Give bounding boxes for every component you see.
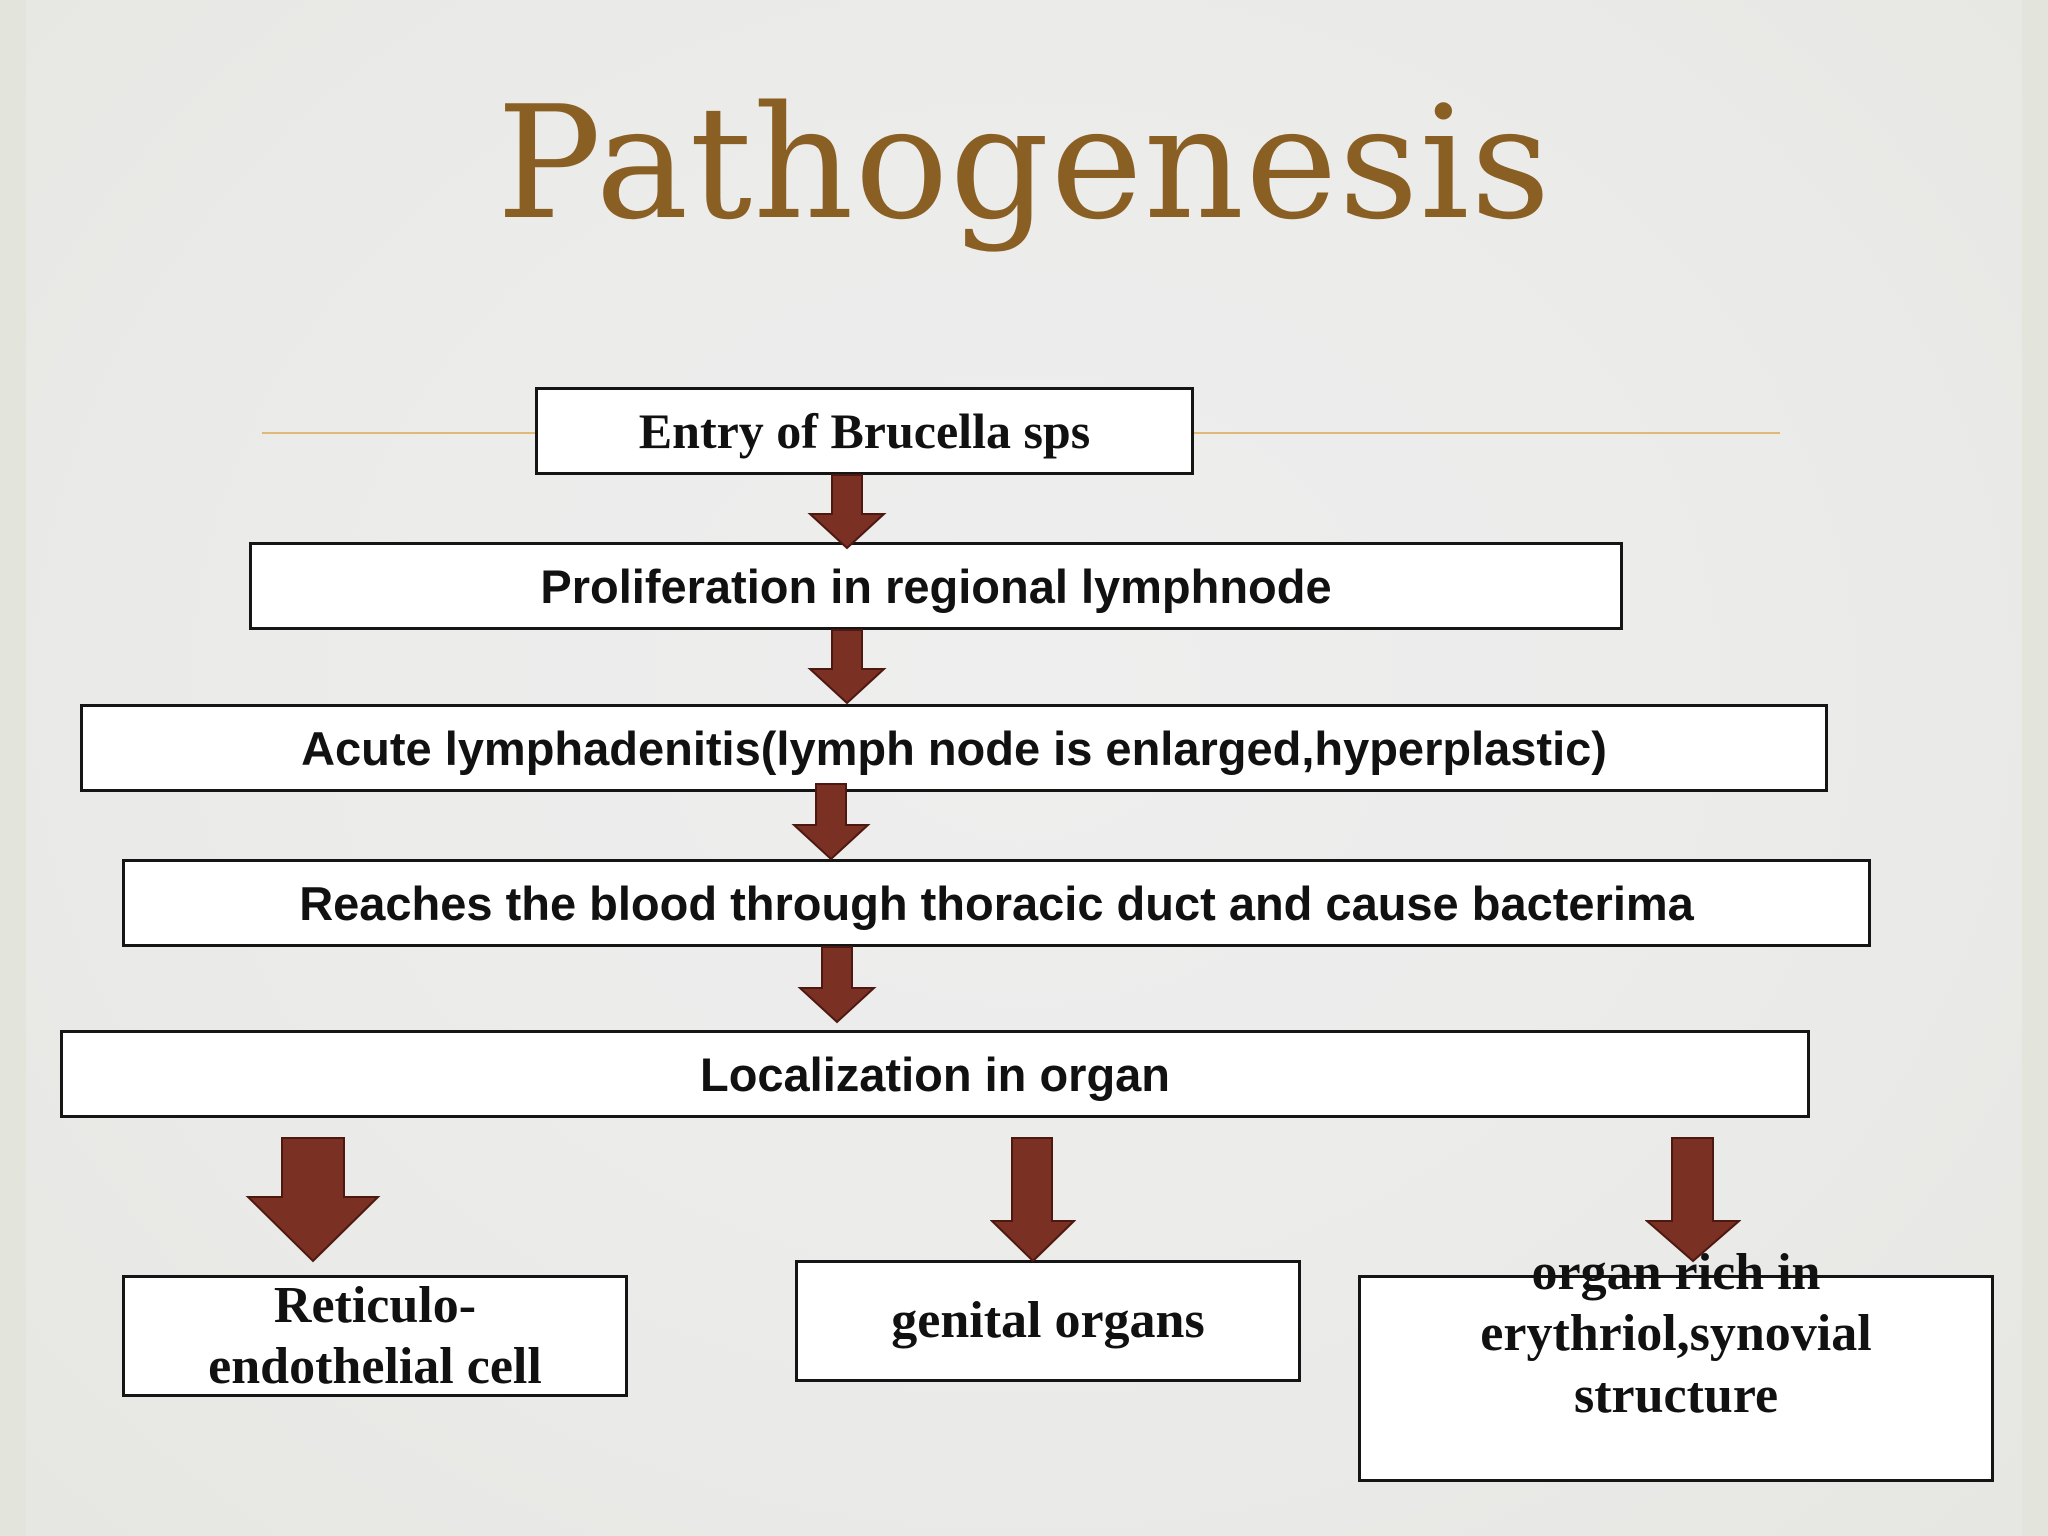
arrow-down-erythriol xyxy=(1645,1137,1741,1263)
step-proliferation-label: Proliferation in regional lymphnode xyxy=(540,559,1332,613)
target-reticuloendothelial-line1: Reticulo- xyxy=(273,1276,477,1334)
arrow-down-3 xyxy=(791,783,871,861)
arrow-down-genital xyxy=(990,1137,1076,1263)
slide-title: Pathogenesis xyxy=(496,72,1552,254)
arrow-down-4 xyxy=(797,946,877,1024)
arrow-down-reticuloendothelial xyxy=(245,1137,381,1263)
step-bacteremia-label: Reaches the blood through thoracic duct … xyxy=(299,876,1694,930)
target-erythriol-line1: organ rich in xyxy=(1531,1244,1821,1301)
arrow-down-1 xyxy=(807,474,887,550)
step-entry-label: Entry of Brucella sps xyxy=(638,402,1091,459)
title-rule-left xyxy=(262,432,537,434)
step-localization-label: Localization in organ xyxy=(699,1047,1171,1101)
step-entry-box: Entry of Brucella sps xyxy=(535,387,1194,475)
step-localization-box: Localization in organ xyxy=(60,1030,1810,1118)
target-reticuloendothelial-box: Reticulo- endothelial cell xyxy=(122,1275,628,1397)
target-reticuloendothelial-line2: endothelial cell xyxy=(208,1338,542,1395)
step-lymphadenitis-box: Acute lymphadenitis(lymph node is enlarg… xyxy=(80,704,1828,792)
target-genital-label: genital organs xyxy=(891,1292,1205,1350)
arrow-down-2 xyxy=(807,629,887,705)
target-erythriol-box: organ rich in erythriol,synovial structu… xyxy=(1358,1244,1994,1482)
step-proliferation-box: Proliferation in regional lymphnode xyxy=(249,542,1623,630)
step-lymphadenitis-label: Acute lymphadenitis(lymph node is enlarg… xyxy=(301,721,1607,775)
title-rule-right xyxy=(1192,432,1780,434)
step-bacteremia-box: Reaches the blood through thoracic duct … xyxy=(122,859,1871,947)
target-genital-box: genital organs xyxy=(795,1260,1301,1382)
target-erythriol-line3: structure xyxy=(1573,1366,1779,1424)
target-erythriol-line2: erythriol,synovial xyxy=(1480,1305,1872,1363)
